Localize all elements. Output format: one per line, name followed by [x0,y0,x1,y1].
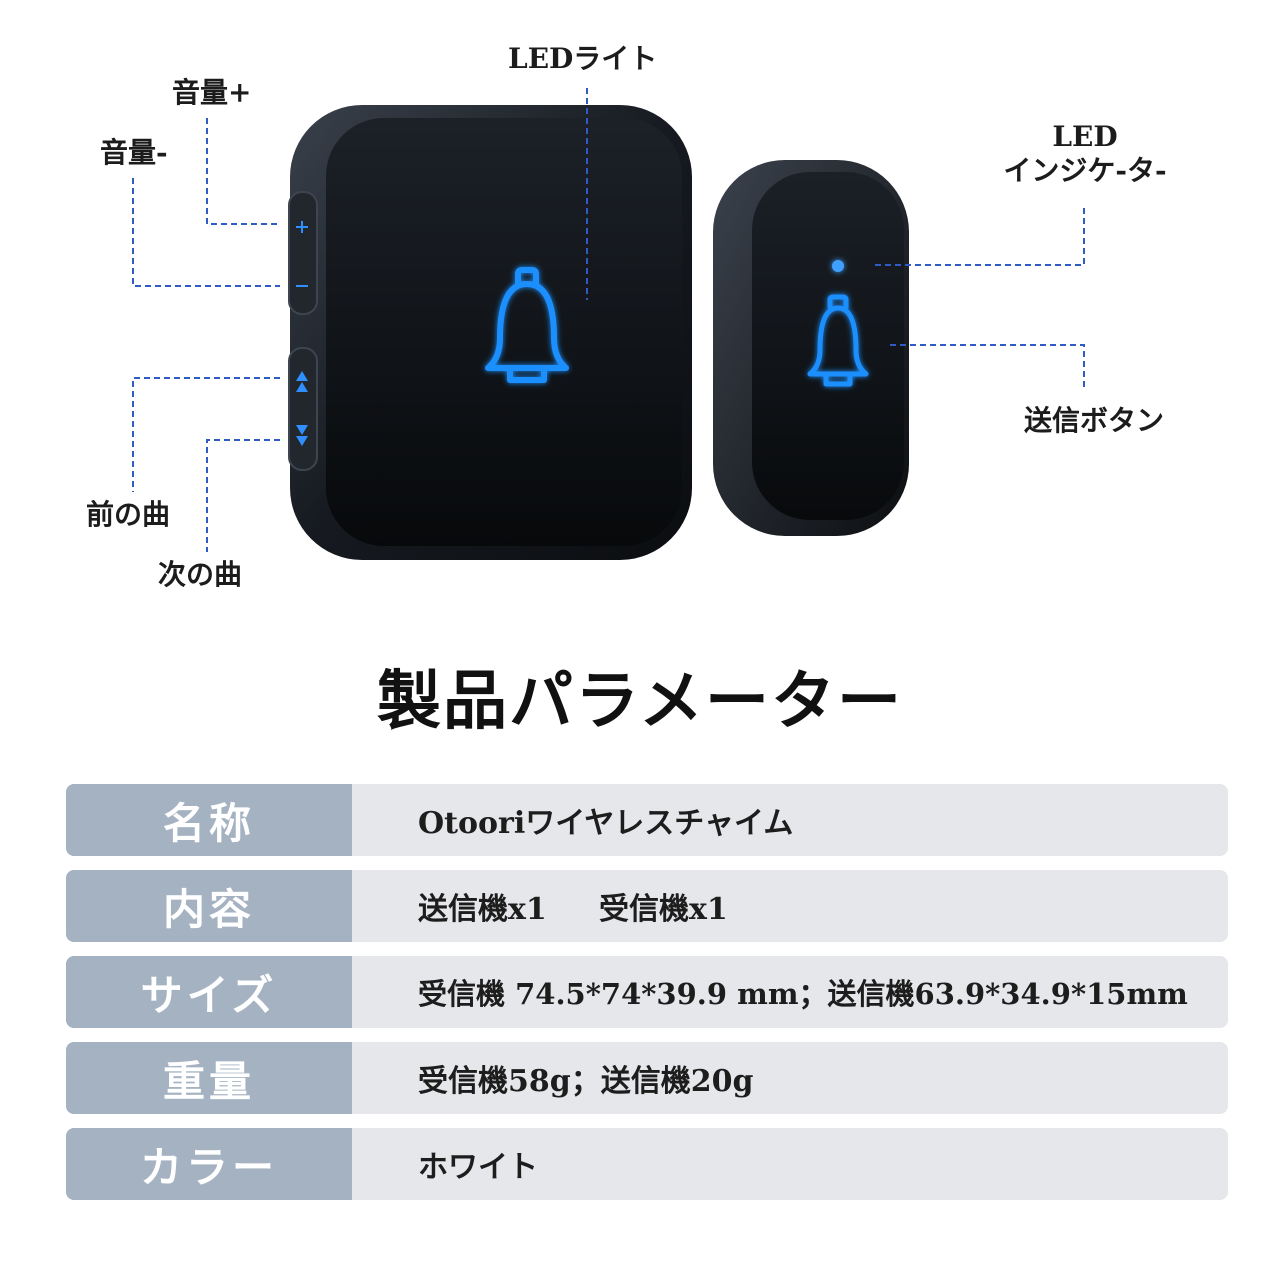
spec-label: サイズ [66,956,352,1028]
volume-button-strip[interactable] [288,191,318,315]
callout-led-indicator-line1: LED [1052,120,1118,153]
spec-row: 重量 受信機58g；送信機20g [66,1042,1228,1114]
spec-row: カラー ホワイト [66,1128,1228,1200]
spec-label: 内容 [66,870,352,942]
devices-drawing [132,88,1085,560]
callout-led-light: LEDライト [508,42,658,75]
page-title: 製品パラメーター [376,664,904,739]
product-illustration: 音量+ 音量- LEDライト LED インジケ-タ- 送信ボタン 前の曲 次の曲 [86,42,1180,591]
callout-led-indicator-line2: インジケ-タ- [1003,154,1167,187]
spec-label: カラー [66,1128,352,1200]
led-dot-icon [832,260,844,272]
spec-label: 重量 [66,1042,352,1114]
spec-row: 名称 Otooriワイヤレスチャイム [66,784,1228,856]
bell-icon [485,267,569,383]
callout-volume-down: 音量- [100,136,168,169]
spec-value: Otooriワイヤレスチャイム [418,806,794,841]
spec-value: 受信機 74.5*74*39.9 mm；送信機63.9*34.9*15mm [418,977,1188,1011]
callout-send-button: 送信ボタン [1024,404,1165,437]
song-button-strip[interactable] [288,347,318,471]
spec-value: ホワイト [418,1150,538,1185]
spec-row: 内容 送信機x1 受信機x1 [66,870,1228,942]
down-arrow-icon [296,425,308,446]
spec-label: 名称 [66,784,352,856]
up-arrow-icon [296,371,308,392]
spec-value: 送信機x1 受信機x1 [418,892,728,927]
callout-led-indicator: LED インジケ-タ- [990,120,1180,188]
plus-icon [296,221,308,233]
leader-lines [132,88,1085,552]
spec-table: 名称 Otooriワイヤレスチャイム 内容 送信機x1 受信機x1 サイズ 受信… [66,784,1228,1214]
callout-next-song: 次の曲 [158,558,243,591]
bell-icon[interactable] [807,294,869,387]
receiver-device [288,105,692,560]
spec-row: サイズ 受信機 74.5*74*39.9 mm；送信機63.9*34.9*15m… [66,956,1228,1028]
callout-volume-up: 音量+ [172,76,252,109]
transmitter-device [713,160,909,536]
spec-value: 受信機58g；送信機20g [418,1064,754,1099]
callout-prev-song: 前の曲 [86,498,171,531]
